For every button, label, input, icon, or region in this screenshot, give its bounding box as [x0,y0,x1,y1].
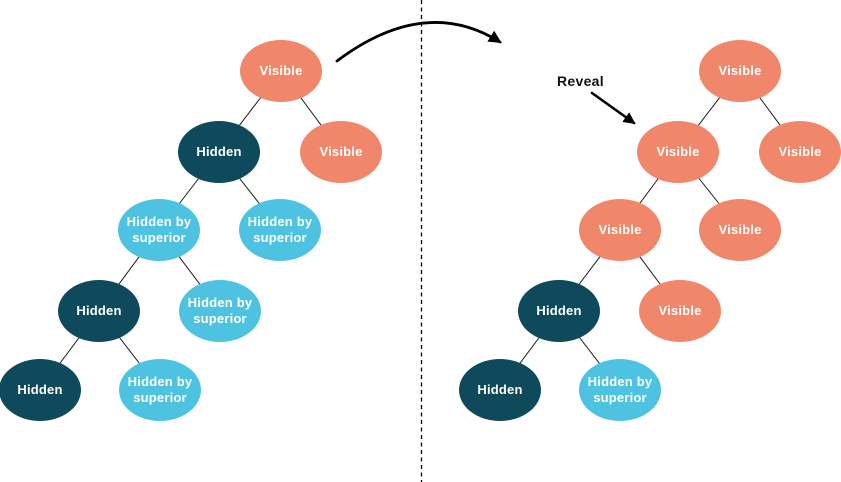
left-node-hidden: Hidden [0,359,81,421]
left-node-hidden-by-superior: Hidden by superior [119,359,201,421]
right-node-visible: Visible [759,121,841,183]
right-node-hidden-by-superior: Hidden by superior [579,359,661,421]
left-node-hidden-by-superior: Hidden by superior [118,199,200,261]
left-node-hidden: Hidden [58,280,140,342]
left-node-hidden-by-superior: Hidden by superior [179,280,261,342]
reveal-label: Reveal [557,73,604,89]
right-node-visible: Visible [699,199,781,261]
transform-arrow [335,21,502,63]
left-node-root-visible: Visible [240,40,322,102]
left-node-hidden: Hidden [178,121,260,183]
right-node-visible: Visible [639,280,721,342]
right-node-visible: Visible [579,199,661,261]
right-node-revealed-visible: Visible [637,121,719,183]
right-node-hidden: Hidden [518,280,600,342]
right-node-root-visible: Visible [699,40,781,102]
left-node-visible: Visible [300,121,382,183]
reveal-arrow [590,91,636,125]
right-node-hidden: Hidden [459,359,541,421]
left-node-hidden-by-superior: Hidden by superior [239,199,321,261]
